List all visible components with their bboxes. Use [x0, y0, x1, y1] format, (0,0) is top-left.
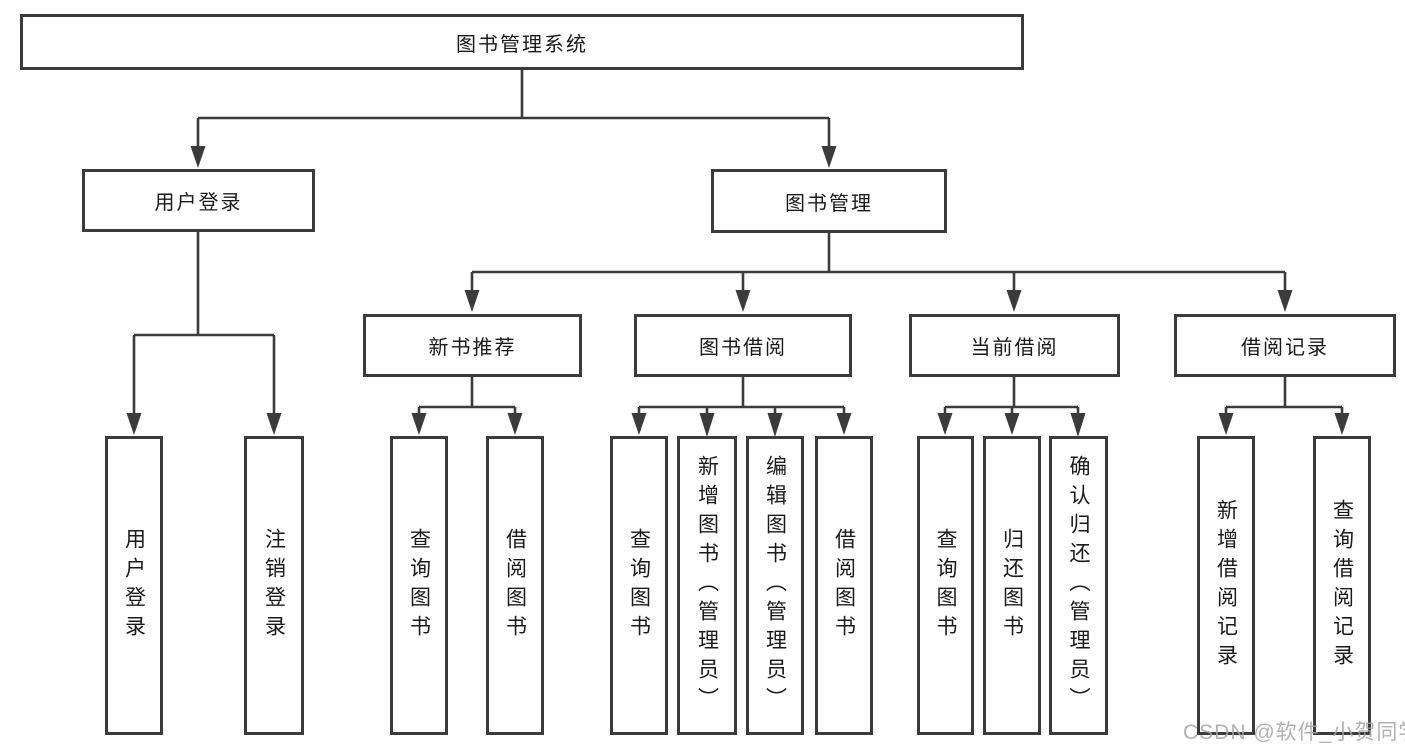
leaf-user-login: 用户登录 — [105, 436, 163, 735]
leaf-logout: 注销登录 — [244, 436, 304, 735]
leaf-return-books: 归还图书 — [983, 436, 1041, 735]
leaf-query-books-current: 查询图书 — [917, 436, 974, 735]
leaf-add-book-admin: 新增图书（管理员） — [677, 436, 737, 735]
node-user-login: 用户登录 — [82, 169, 315, 232]
leaf-confirm-return-admin: 确认归还（管理员） — [1049, 436, 1108, 735]
node-book-borrowing: 图书借阅 — [634, 314, 852, 377]
arrowheads — [126, 146, 1350, 437]
node-current-borrowing: 当前借阅 — [909, 314, 1120, 377]
watermark: CSDN @软件_小贺同学 — [1183, 721, 1405, 744]
node-root: 图书管理系统 — [20, 14, 1024, 70]
leaf-query-books-recommend: 查询图书 — [390, 436, 448, 735]
node-borrowing-records: 借阅记录 — [1174, 314, 1396, 377]
node-new-book-recommend: 新书推荐 — [363, 314, 582, 377]
leaf-borrow-books-borrowing: 借阅图书 — [815, 436, 873, 735]
leaf-borrow-books-recommend: 借阅图书 — [486, 436, 544, 735]
node-book-management: 图书管理 — [711, 169, 947, 233]
leaf-query-borrow-record: 查询借阅记录 — [1313, 436, 1371, 735]
leaf-edit-book-admin: 编辑图书（管理员） — [746, 436, 804, 735]
leaf-query-books-borrowing: 查询图书 — [610, 436, 668, 735]
leaf-add-borrow-record: 新增借阅记录 — [1197, 436, 1255, 735]
